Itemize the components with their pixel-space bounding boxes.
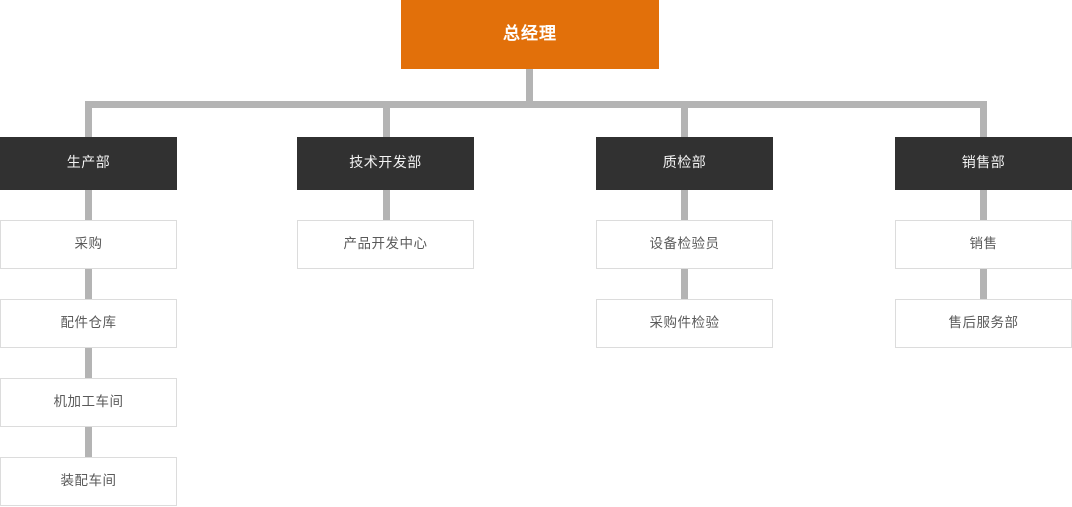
node-sub-equipment-inspector[interactable]: 设备检验员 <box>596 220 773 269</box>
node-label: 销售 <box>969 236 998 253</box>
node-sub-machining-workshop[interactable]: 机加工车间 <box>0 378 177 427</box>
connector-horizontal-bus <box>85 101 987 108</box>
connector-c3-s1-to-s2 <box>681 269 688 299</box>
node-sub-after-sales-service[interactable]: 售后服务部 <box>895 299 1072 348</box>
node-sub-sales[interactable]: 销售 <box>895 220 1072 269</box>
connector-drop-dept-4 <box>980 101 987 137</box>
node-label: 总经理 <box>503 24 557 45</box>
node-general-manager[interactable]: 总经理 <box>401 0 659 69</box>
node-department-sales[interactable]: 销售部 <box>895 137 1072 190</box>
node-sub-assembly-workshop[interactable]: 装配车间 <box>0 457 177 506</box>
node-label: 采购件检验 <box>649 315 720 332</box>
node-label: 产品开发中心 <box>343 236 428 253</box>
node-department-production[interactable]: 生产部 <box>0 137 177 190</box>
node-sub-product-development-center[interactable]: 产品开发中心 <box>297 220 474 269</box>
connector-drop-dept-2 <box>383 101 390 137</box>
node-label: 技术开发部 <box>349 155 422 172</box>
connector-c1-s1-to-s2 <box>85 269 92 299</box>
node-label: 售后服务部 <box>948 315 1019 332</box>
node-label: 生产部 <box>66 155 111 172</box>
connector-drop-dept-3 <box>681 101 688 137</box>
node-label: 采购 <box>74 236 103 253</box>
node-label: 质检部 <box>662 155 707 172</box>
connector-root-stem <box>526 69 533 108</box>
connector-c2-dept-to-s1 <box>383 190 390 220</box>
node-label: 机加工车间 <box>53 394 124 411</box>
node-label: 配件仓库 <box>60 315 117 332</box>
connector-c1-dept-to-s1 <box>85 190 92 220</box>
connector-c4-dept-to-s1 <box>980 190 987 220</box>
node-label: 设备检验员 <box>649 236 720 253</box>
node-label: 销售部 <box>961 155 1006 172</box>
connector-drop-dept-1 <box>85 101 92 137</box>
connector-c1-s2-to-s3 <box>85 348 92 378</box>
connector-c4-s1-to-s2 <box>980 269 987 299</box>
node-sub-parts-warehouse[interactable]: 配件仓库 <box>0 299 177 348</box>
node-sub-procurement[interactable]: 采购 <box>0 220 177 269</box>
node-department-quality-inspection[interactable]: 质检部 <box>596 137 773 190</box>
connector-c1-s3-to-s4 <box>85 427 92 457</box>
node-department-tech-development[interactable]: 技术开发部 <box>297 137 474 190</box>
node-sub-purchased-parts-inspection[interactable]: 采购件检验 <box>596 299 773 348</box>
node-label: 装配车间 <box>60 473 117 490</box>
connector-c3-dept-to-s1 <box>681 190 688 220</box>
